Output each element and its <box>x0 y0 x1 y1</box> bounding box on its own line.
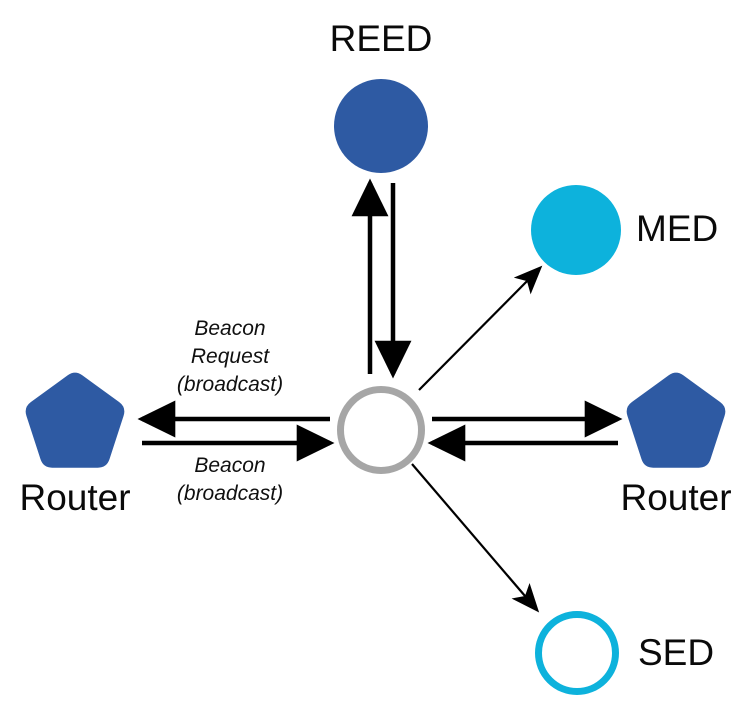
node-reed <box>334 79 428 173</box>
arrow-center-to-sed <box>411 463 540 613</box>
node-label-sed: SED <box>638 632 714 673</box>
arrow-layer <box>137 178 623 613</box>
node-sed <box>535 611 619 695</box>
arrow-center-to-med <box>418 265 543 391</box>
node-center-device <box>337 386 425 474</box>
node-med <box>531 185 621 275</box>
node-router-left <box>25 372 125 468</box>
edge-label-line: Beacon <box>194 317 265 340</box>
edge-label-line: Request <box>191 345 270 368</box>
edge-label-line: (broadcast) <box>177 482 283 505</box>
node-layer <box>25 79 726 695</box>
node-label-reed: REED <box>330 18 433 59</box>
node-label-med: MED <box>636 208 718 249</box>
node-router-right <box>626 372 726 468</box>
edge-label-beacon: Beacon (broadcast) <box>177 454 283 505</box>
node-label-router-right: Router <box>620 477 731 518</box>
edge-label-line: Beacon <box>194 454 265 477</box>
edge-label-line: (broadcast) <box>177 373 283 396</box>
node-label-router-left: Router <box>19 477 130 518</box>
